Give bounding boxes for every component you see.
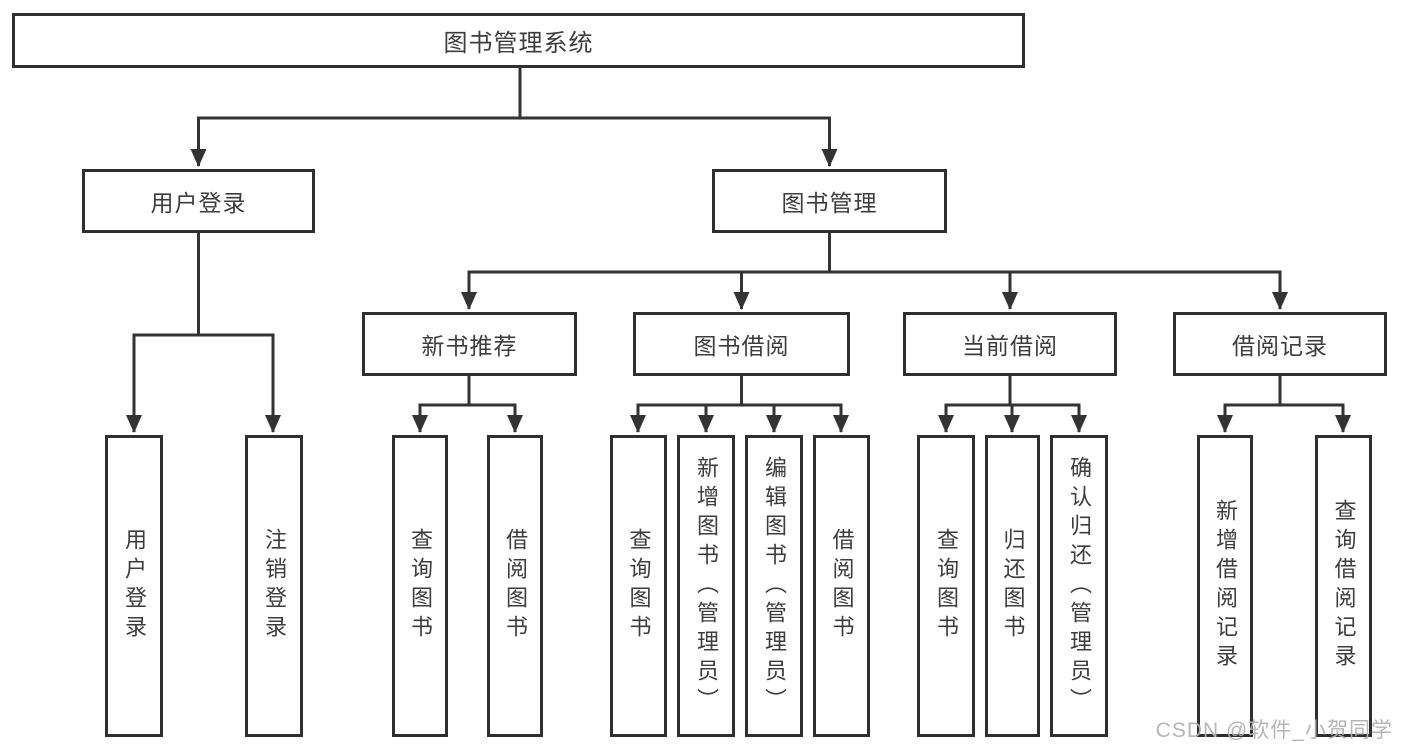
leaf-edit-books-admin: 编辑图书（管理员）: [745, 435, 803, 737]
node-label: 编辑图书（管理员）: [762, 455, 787, 717]
node-label: 当前借阅: [962, 333, 1058, 359]
leaf-search-borrow-record: 查询借阅记录: [1315, 435, 1372, 737]
leaf-add-books-admin: 新增图书（管理员）: [677, 435, 735, 737]
node-label: 查询图书: [408, 528, 433, 644]
node-label: 用户登录: [150, 190, 247, 216]
node-label: 图书管理系统: [443, 30, 594, 57]
node-label: 借阅记录: [1232, 333, 1328, 359]
node-label: 注销登录: [262, 528, 287, 644]
node-label: 图书借阅: [693, 333, 790, 359]
node-user-login: 用户登录: [82, 169, 315, 233]
node-new-book-recommendation: 新书推荐: [362, 312, 577, 376]
node-label: 新书推荐: [421, 333, 518, 359]
node-label: 归还图书: [1000, 528, 1026, 644]
node-label: 确认归还（管理员）: [1067, 455, 1092, 717]
csdn-watermark: CSDN @软件_小贺同学: [1155, 719, 1393, 742]
node-label: 查询图书: [626, 528, 652, 644]
leaf-add-borrow-record: 新增借阅记录: [1197, 435, 1253, 737]
leaf-borrow-books: 借阅图书: [813, 435, 870, 737]
node-label: 图书管理: [781, 190, 878, 216]
node-current-borrowing: 当前借阅: [903, 312, 1117, 376]
leaf-logout-login: 注销登录: [245, 435, 303, 737]
node-library-management-system: 图书管理系统: [12, 13, 1025, 68]
leaf-user-login: 用户登录: [105, 435, 163, 737]
node-label: 查询借阅记录: [1331, 499, 1357, 673]
leaf-search-books-recommend: 查询图书: [392, 435, 448, 737]
leaf-return-books: 归还图书: [985, 435, 1040, 737]
node-label: 借阅图书: [503, 528, 528, 644]
leaf-search-books-borrowing: 查询图书: [610, 435, 667, 737]
node-book-management: 图书管理: [712, 169, 947, 233]
node-borrowing-records: 借阅记录: [1173, 312, 1387, 376]
node-label: 新增图书（管理员）: [694, 455, 719, 717]
leaf-confirm-return-admin: 确认归还（管理员）: [1050, 435, 1108, 737]
node-label: 用户登录: [122, 528, 147, 644]
leaf-search-books-current: 查询图书: [917, 435, 975, 737]
node-label: 查询图书: [934, 528, 959, 644]
node-label: 借阅图书: [829, 528, 855, 644]
leaf-borrow-books-recommend: 借阅图书: [487, 435, 543, 737]
node-book-borrowing: 图书借阅: [633, 312, 850, 376]
node-label: 新增借阅记录: [1213, 499, 1238, 673]
